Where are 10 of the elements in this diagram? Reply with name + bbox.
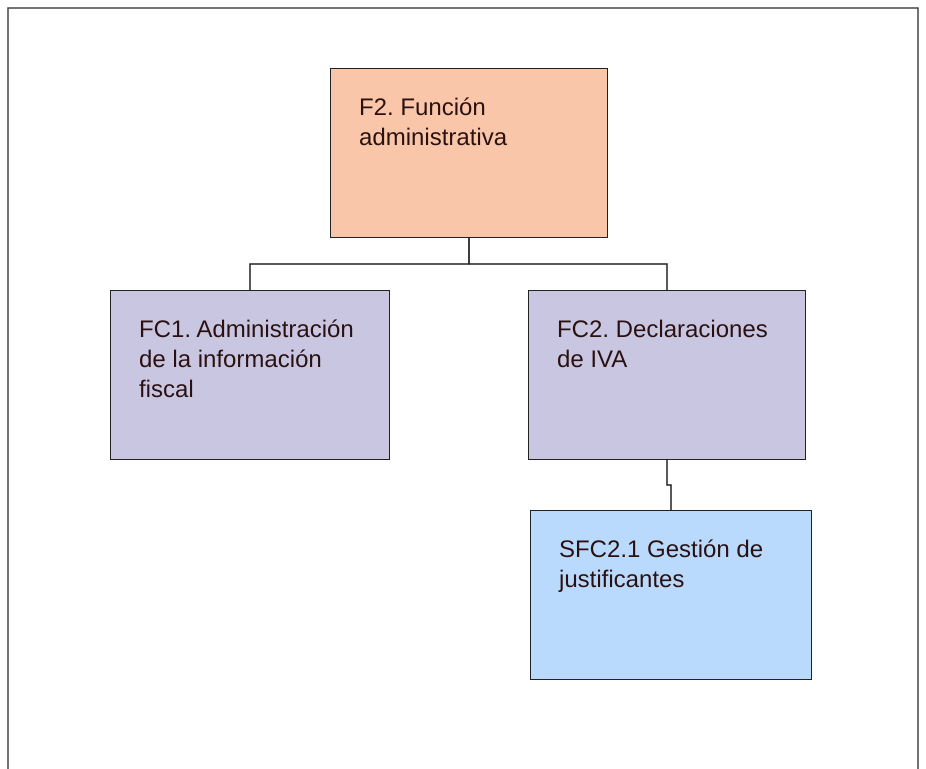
box-label: SFC2.1 Gestión de justificantes — [559, 535, 764, 595]
box-label: F2. Función administrativa — [359, 93, 508, 153]
org-box — [530, 510, 812, 680]
org-box — [330, 68, 608, 238]
box-label: FC1. Administración de la información fiscal — [139, 315, 355, 405]
connector-line — [666, 460, 672, 510]
box-label: FC2. Declaraciones de IVA — [557, 315, 769, 375]
org-box — [110, 290, 390, 460]
connector-line — [468, 238, 668, 290]
org-box — [528, 290, 806, 460]
